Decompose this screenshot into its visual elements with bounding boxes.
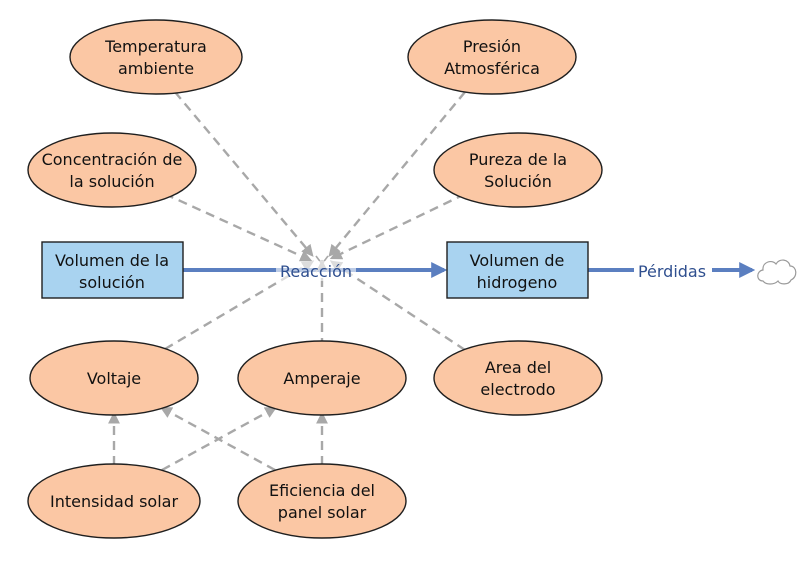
variable-label-line-1: Pureza de la <box>469 150 567 169</box>
stock-label-line-2: solución <box>79 273 145 292</box>
variable-label-line-1: Area del <box>485 358 551 377</box>
variable-label-line-2: Atmosférica <box>444 59 540 78</box>
connector-presion-reaccion <box>328 91 466 257</box>
variable-label-line-1: Presión <box>463 37 521 56</box>
variable-voltaje[interactable]: Voltaje <box>29 340 199 416</box>
variable-label-line-2: ambiente <box>118 59 194 78</box>
variable-concentracion-solucion[interactable]: Concentración de la solución <box>27 132 197 208</box>
variable-temperatura-ambiente[interactable]: Temperatura ambiente <box>69 19 243 95</box>
variable-label: Intensidad solar <box>50 492 178 511</box>
variable-eficiencia-panel-solar[interactable]: Eficiencia del panel solar <box>237 463 407 539</box>
variable-label: Voltaje <box>87 369 141 388</box>
variable-label-line-2: electrodo <box>480 380 555 399</box>
flow-label-perdidas: Pérdidas <box>638 262 706 281</box>
variable-label-line-1: Concentración de <box>42 150 183 169</box>
stock-volumen-hidrogeno[interactable]: Volumen de hidrogeno <box>446 241 589 299</box>
stock-label-line-2: hidrogeno <box>477 273 558 292</box>
variable-label-line-1: Eficiencia del <box>269 481 375 500</box>
variable-amperaje[interactable]: Amperaje <box>237 340 407 416</box>
flow-label-reaccion: Reacción <box>280 262 352 281</box>
variable-presion-atmosferica[interactable]: Presión Atmosférica <box>407 19 577 95</box>
cloud-icon <box>757 259 797 285</box>
connector-concentracion-reaccion <box>164 192 313 262</box>
stock-volumen-solucion[interactable]: Volumen de la solución <box>41 241 184 299</box>
variable-label: Amperaje <box>283 369 360 388</box>
variable-label-line-1: Temperatura <box>104 37 207 56</box>
stock-label-line-1: Volumen de la <box>55 251 169 270</box>
variable-label-line-2: panel solar <box>278 503 367 522</box>
variable-label-line-2: la solución <box>69 172 154 191</box>
connector-temperatura-reaccion <box>174 91 314 257</box>
connector-area-reaccion <box>329 260 466 352</box>
connector-eficiencia-voltaje <box>159 406 276 472</box>
variable-pureza-solucion[interactable]: Pureza de la Solución <box>433 132 603 208</box>
variable-area-electrodo[interactable]: Area del electrodo <box>433 340 603 416</box>
stock-label-line-1: Volumen de <box>470 251 565 270</box>
connector-pureza-reaccion <box>329 192 466 260</box>
variable-intensidad-solar[interactable]: Intensidad solar <box>27 463 201 539</box>
variable-label-line-2: Solución <box>484 172 552 191</box>
flow-labels: Reacción Pérdidas <box>276 261 712 281</box>
